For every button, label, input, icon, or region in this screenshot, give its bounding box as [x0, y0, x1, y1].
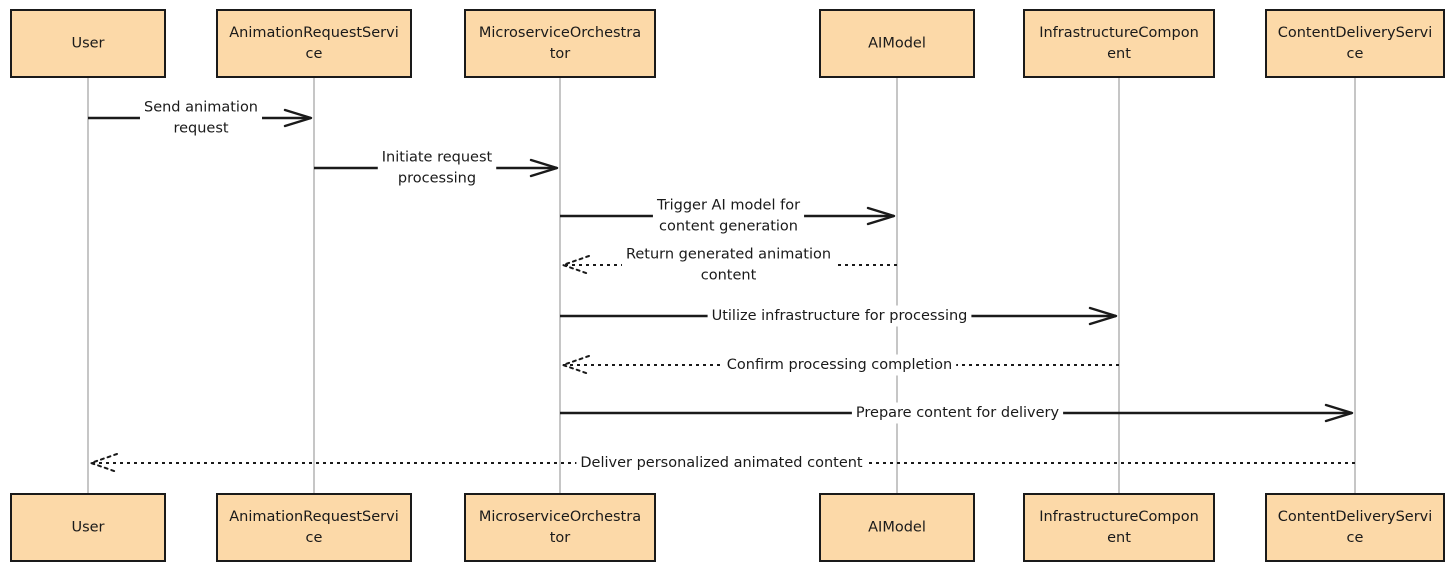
participant-infra-bottom: InfrastructureCompon ent	[1023, 493, 1215, 562]
message-label-background	[652, 195, 805, 237]
participant-label: ContentDeliveryServi	[1278, 25, 1433, 41]
participant-box	[216, 9, 412, 78]
participant-user-top: User	[10, 9, 166, 78]
participant-user-bottom: User	[10, 493, 166, 562]
open-arrowhead-icon	[562, 355, 590, 375]
participant-box	[1023, 9, 1215, 78]
message-8-dashed: Deliver personalized animated content	[90, 452, 1355, 474]
participant-label: ce	[1347, 530, 1364, 546]
message-3-solid: Trigger AI model for content generation	[560, 195, 896, 237]
participant-box	[464, 9, 656, 78]
arrowhead-icon	[1324, 403, 1354, 423]
participant-cds-top: ContentDeliveryServi ce	[1265, 9, 1445, 78]
participant-label: InfrastructureCompon	[1039, 25, 1199, 41]
participant-ars-top: AnimationRequestServi ce	[216, 9, 412, 78]
participant-label: ent	[1107, 46, 1131, 62]
participant-label: AIModel	[868, 520, 926, 536]
message-label: Send animation	[144, 100, 258, 116]
participant-label: AnimationRequestServi	[229, 25, 399, 41]
arrowhead-icon	[866, 206, 896, 226]
participant-box	[10, 9, 166, 78]
participants-bottom: User AnimationRequestServi ce MicroserviceO…	[10, 493, 1445, 562]
message-label-background	[576, 452, 867, 474]
message-5-solid: Utilize infrastructure for processing	[560, 305, 1118, 327]
participant-cds-bottom: ContentDeliveryServi ce	[1265, 493, 1445, 562]
participant-label: tor	[550, 46, 571, 62]
message-label: content generation	[659, 219, 798, 235]
participant-label: InfrastructureCompon	[1039, 509, 1199, 525]
participant-label: AIModel	[868, 36, 926, 52]
message-label-background	[139, 97, 263, 139]
participant-box	[464, 493, 656, 562]
participant-label: AnimationRequestServi	[229, 509, 399, 525]
participant-label: MicroserviceOrchestra	[479, 25, 641, 41]
participant-box	[1023, 493, 1215, 562]
arrowhead-icon	[283, 108, 313, 128]
participant-ai-top: AIModel	[819, 9, 975, 78]
message-4-dashed: Return generated animation content	[562, 244, 897, 286]
participant-label: User	[71, 520, 104, 536]
participant-box	[216, 493, 412, 562]
participant-ars-bottom: AnimationRequestServi ce	[216, 493, 412, 562]
participants-top: User AnimationRequestServi ce MicroserviceO…	[10, 9, 1445, 78]
message-2-solid: Initiate request processing	[314, 147, 559, 189]
arrowhead-icon	[1088, 306, 1118, 326]
message-label: Trigger AI model for	[656, 198, 800, 214]
participant-box	[819, 9, 975, 78]
open-arrowhead-icon	[562, 255, 590, 275]
participant-label: MicroserviceOrchestra	[479, 509, 641, 525]
message-label-background	[851, 402, 1064, 424]
participant-label: tor	[550, 530, 571, 546]
message-6-dashed: Confirm processing completion	[562, 354, 1119, 376]
participant-ai-bottom: AIModel	[819, 493, 975, 562]
message-label-background	[722, 354, 957, 376]
message-label: Prepare content for delivery	[856, 405, 1060, 421]
participant-box	[1265, 493, 1445, 562]
message-label-background	[377, 147, 497, 189]
participant-infra-top: InfrastructureCompon ent	[1023, 9, 1215, 78]
message-label: Return generated animation	[626, 247, 831, 263]
message-label: Confirm processing completion	[727, 357, 952, 373]
participant-label: ce	[306, 530, 323, 546]
participant-label: ContentDeliveryServi	[1278, 509, 1433, 525]
message-label: content	[701, 268, 757, 284]
message-label: Initiate request	[382, 150, 493, 166]
message-label: processing	[398, 171, 476, 187]
message-label: request	[173, 121, 228, 137]
participant-box	[1265, 9, 1445, 78]
message-label-background	[621, 244, 836, 286]
message-label: Utilize infrastructure for processing	[712, 308, 968, 324]
participant-label: ce	[306, 46, 323, 62]
participant-box	[819, 493, 975, 562]
participant-label: ent	[1107, 530, 1131, 546]
open-arrowhead-icon	[90, 453, 118, 473]
participant-label: User	[71, 36, 104, 52]
participant-mso-top: MicroserviceOrchestra tor	[464, 9, 656, 78]
participant-mso-bottom: MicroserviceOrchestra tor	[464, 493, 656, 562]
message-label: Deliver personalized animated content	[580, 455, 863, 471]
participant-box	[10, 493, 166, 562]
message-7-solid: Prepare content for delivery	[560, 402, 1354, 424]
message-1-solid: Send animation request	[88, 97, 313, 139]
message-label-background	[707, 305, 972, 327]
arrowhead-icon	[529, 158, 559, 178]
lifelines	[87, 77, 1356, 494]
participant-label: ce	[1347, 46, 1364, 62]
